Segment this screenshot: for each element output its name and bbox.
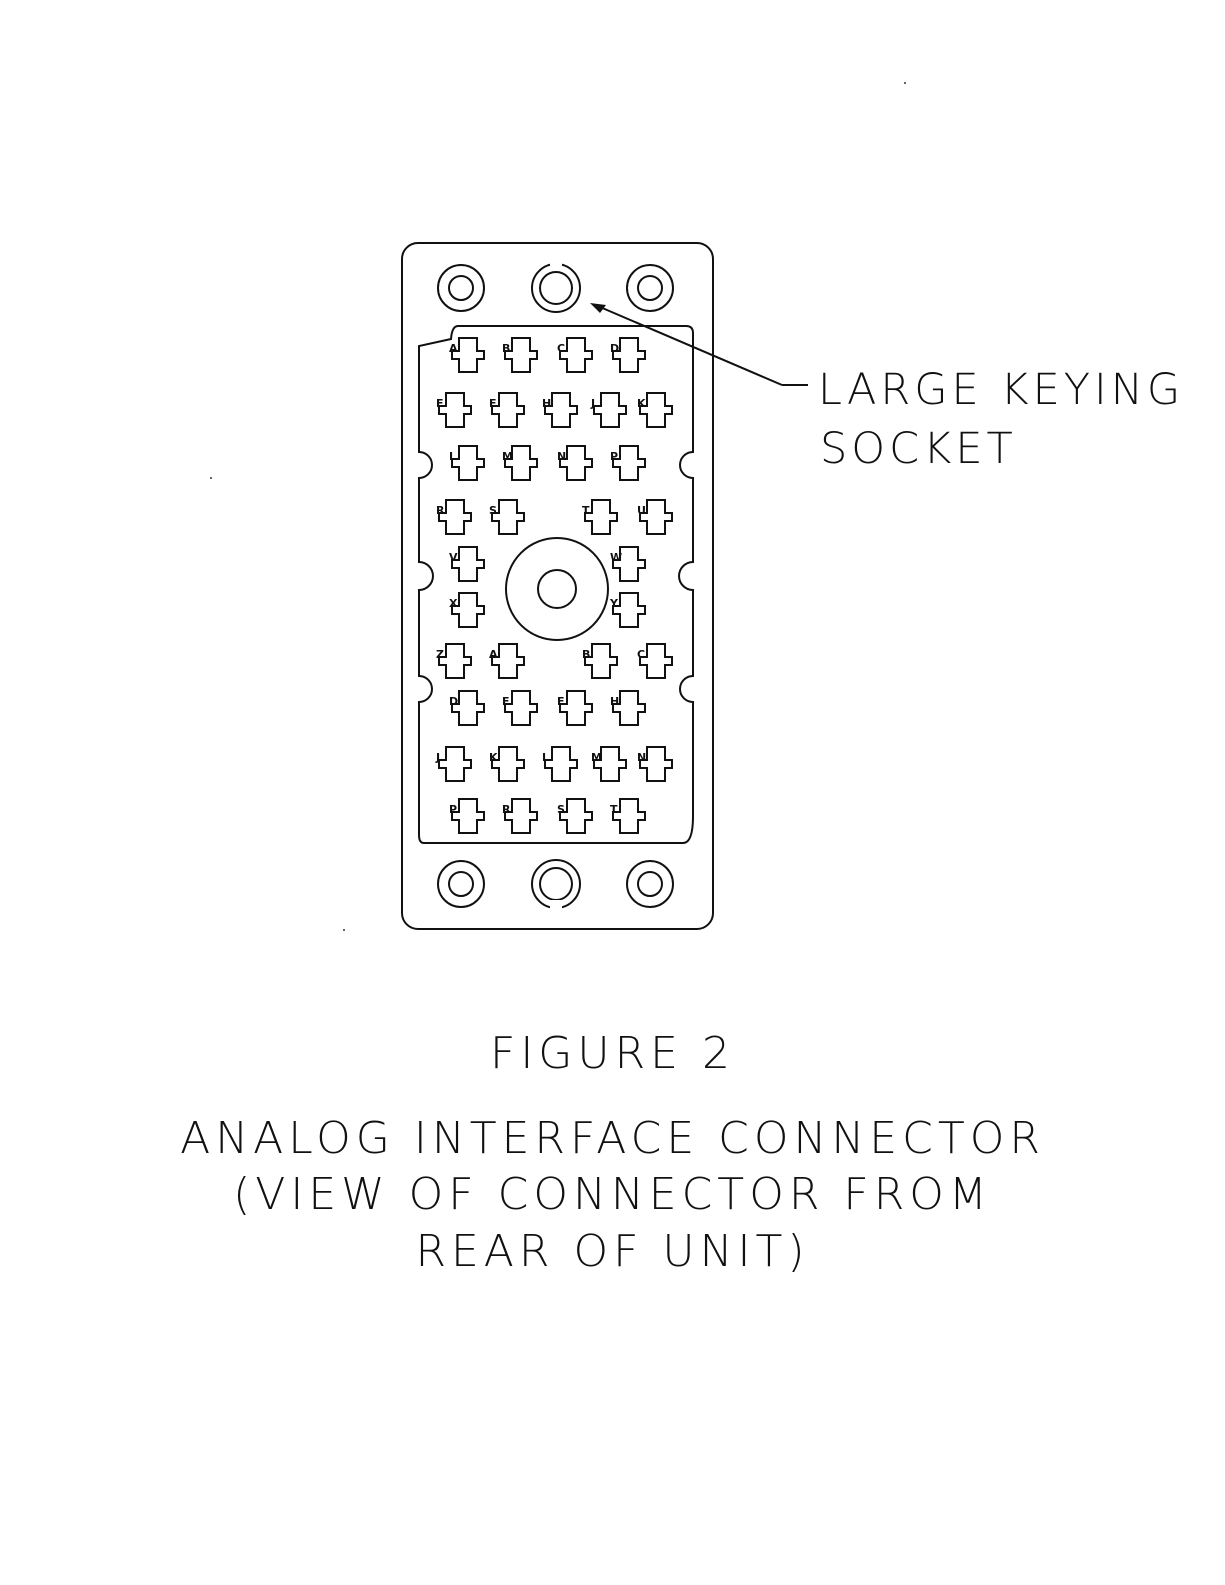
connector-insert xyxy=(419,326,693,843)
pin-label: S xyxy=(489,504,497,517)
pin-l: L xyxy=(449,446,484,480)
pin-label: U xyxy=(637,504,646,517)
pin-t: T xyxy=(610,799,645,833)
pin-label: W xyxy=(610,551,622,564)
pin-f: F xyxy=(557,691,592,725)
pin-s: S xyxy=(489,500,524,534)
scan-speck xyxy=(904,82,906,84)
pin-label: C xyxy=(557,342,565,355)
pin-c: C xyxy=(637,644,672,678)
pin-label: J xyxy=(590,397,595,410)
pin-n: N xyxy=(637,747,672,781)
pin-k: K xyxy=(489,747,524,781)
figure-number: FIGURE 2 xyxy=(0,1032,1225,1076)
mounting-hole-bottom-right xyxy=(627,861,673,907)
keying-socket-bottom xyxy=(532,860,580,910)
pin-r: R xyxy=(502,799,537,833)
callout-label-line1: LARGE KEYING xyxy=(818,365,1184,415)
pin-d: D xyxy=(610,338,645,372)
pin-l: L xyxy=(542,747,577,781)
pin-label: S xyxy=(557,803,565,816)
pin-label: H xyxy=(542,397,551,410)
pin-label: K xyxy=(489,751,498,764)
pin-e: E xyxy=(436,393,471,427)
pin-c: C xyxy=(557,338,592,372)
pin-contacts: A B C D E F H J K L M N P R S T U V W X Y Z A B C D E F H J K L M N P R S T xyxy=(435,338,672,833)
pin-d: D xyxy=(449,691,484,725)
figure-subtitle-line1: (VIEW OF CONNECTOR FROM xyxy=(0,1173,1225,1217)
pin-label: N xyxy=(557,450,566,463)
scan-speck xyxy=(210,477,212,479)
pin-label: T xyxy=(610,803,618,816)
pin-r: R xyxy=(436,500,471,534)
mounting-hole-top-right xyxy=(627,265,673,311)
pin-v: V xyxy=(449,547,484,581)
pin-label: L xyxy=(449,450,456,463)
pin-label: A xyxy=(449,342,458,355)
pin-n: N xyxy=(557,446,592,480)
pin-label: E xyxy=(436,397,444,410)
pin-y: Y xyxy=(609,593,645,627)
pin-b: B xyxy=(582,644,617,678)
pin-x: X xyxy=(449,593,484,627)
pin-u: U xyxy=(637,500,672,534)
pin-j: J xyxy=(590,393,626,427)
pin-p: P xyxy=(449,799,484,833)
pin-w: W xyxy=(610,547,645,581)
pin-label: P xyxy=(610,450,618,463)
pin-h: H xyxy=(610,691,645,725)
callout-label-line2: SOCKET xyxy=(820,424,1017,474)
pin-j: J xyxy=(435,747,471,781)
pin-m: M xyxy=(591,747,626,781)
large-keying-socket xyxy=(532,262,580,312)
pin-h: H xyxy=(542,393,577,427)
pin-z: Z xyxy=(436,644,471,678)
pin-a: A xyxy=(489,644,524,678)
pin-label: J xyxy=(435,751,440,764)
pin-label: F xyxy=(557,695,565,708)
pin-s: S xyxy=(557,799,592,833)
pin-label: F xyxy=(489,397,497,410)
pin-label: L xyxy=(542,751,549,764)
pin-label: D xyxy=(449,695,458,708)
pin-e: E xyxy=(502,691,537,725)
pin-label: A xyxy=(489,648,498,661)
pin-label: Y xyxy=(609,597,619,610)
pin-p: P xyxy=(610,446,645,480)
figure-title: ANALOG INTERFACE CONNECTOR xyxy=(0,1117,1225,1161)
pin-label: P xyxy=(449,803,457,816)
pin-label: N xyxy=(637,751,646,764)
pin-m: M xyxy=(502,446,537,480)
pin-label: T xyxy=(582,504,590,517)
pin-f: F xyxy=(489,393,524,427)
pin-b: B xyxy=(502,338,537,372)
pin-label: Z xyxy=(436,648,444,661)
pin-t: T xyxy=(582,500,617,534)
pin-label: D xyxy=(610,342,619,355)
pin-label: E xyxy=(502,695,510,708)
center-boss xyxy=(506,538,608,640)
pin-label: K xyxy=(637,397,646,410)
scan-speck xyxy=(343,929,345,931)
pin-label: C xyxy=(637,648,645,661)
mounting-hole-top-left xyxy=(438,265,484,311)
pin-a: A xyxy=(449,338,484,372)
mounting-hole-bottom-left xyxy=(438,861,484,907)
pin-k: K xyxy=(637,393,672,427)
pin-label: H xyxy=(610,695,619,708)
pin-label: R xyxy=(436,504,445,517)
pin-label: B xyxy=(502,342,510,355)
pin-label: X xyxy=(449,597,458,610)
pin-label: R xyxy=(502,803,511,816)
pin-label: V xyxy=(449,551,458,564)
pin-label: M xyxy=(591,751,602,764)
pin-label: B xyxy=(582,648,590,661)
figure-subtitle-line2: REAR OF UNIT) xyxy=(0,1230,1225,1274)
pin-label: M xyxy=(502,450,513,463)
